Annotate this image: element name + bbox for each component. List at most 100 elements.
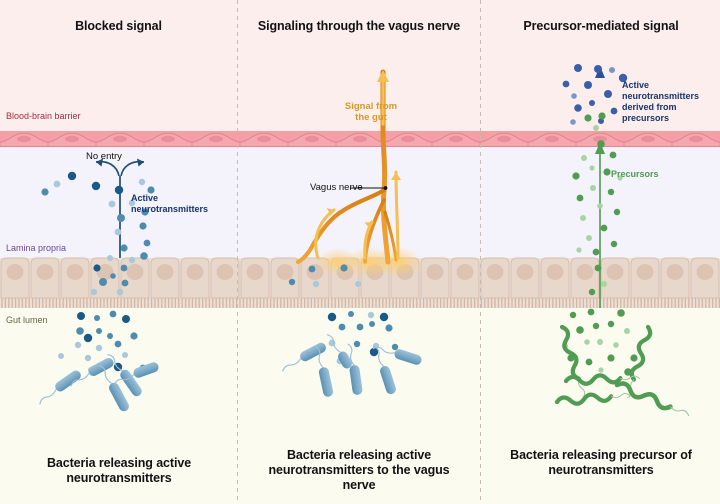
precursor-dot [597,339,603,345]
precursor-dot [597,140,605,148]
neurotransmitter-dot [138,178,146,186]
neurotransmitter-dot [128,199,136,207]
bacterium-flagellum [669,406,690,417]
epithelial-nucleus [6,264,24,280]
neurotransmitter-dot [107,255,113,261]
bacterium-spiral [614,381,690,417]
active-neurotransmitter-dot [571,93,577,99]
bacterium-body [349,365,363,395]
neurotransmitter-dot [117,214,125,222]
neurotransmitter-dot [141,208,149,216]
neurotransmitter-dot [122,352,128,358]
neurotransmitter-dot [58,353,64,359]
bacterium-flagellum [315,345,324,368]
epithelial-nucleus [246,264,264,280]
epithelial-nucleus [636,264,654,280]
neurotransmitter-dot [120,264,128,272]
epithelial-nucleus [426,264,444,280]
bacterium-body [554,392,614,406]
neurotransmitter-dot [140,252,148,260]
bacterium-rod [107,353,142,397]
neurotransmitter-dot [385,324,393,332]
epithelial-nucleus [276,264,294,280]
epithelial-nucleus [96,264,114,280]
neurotransmitter-dot [116,288,124,296]
bacterium-rod [326,334,352,369]
bacterium-flagellum [70,373,90,387]
bacterium-body [380,365,396,395]
bacterium-rod [113,362,159,386]
bacterium-flagellum [577,378,586,399]
epithelial-nucleus [696,264,714,280]
neurotransmitter-dot [99,278,107,286]
neurotransmitter-dot [76,327,84,335]
epithelial-nucleus [666,264,684,280]
active-neurotransmitter-dot [570,119,576,125]
bacterium-body [318,367,334,397]
bacterium-flagellum [373,345,384,367]
bacterium-flagellum [107,353,123,372]
precursor-dot [576,247,582,253]
active-neurotransmitter-dot [604,90,612,98]
active-neurotransmitter-dot [618,73,628,83]
active-neurotransmitter-dot [589,100,595,106]
precursor-dot [607,188,615,196]
precursor-dot [589,165,595,171]
precursor-dot [592,248,600,256]
bacterium-body [109,382,129,412]
epithelial-nucleus [126,264,144,280]
bacterium-spiral [563,373,641,386]
precursor-dot [588,288,596,296]
precursor-dot [581,155,587,161]
neurotransmitter-dot [90,288,98,296]
neurotransmitter-dot [348,311,354,317]
bacterium-body [55,370,81,392]
precursor-dot [613,208,621,216]
precursor-dot [590,185,596,191]
precursor-dot [585,358,593,366]
neurotransmitter-dot [355,281,361,287]
precursor-dot [617,309,625,317]
precursor-dot [610,240,618,248]
bacterium-rod [315,345,334,397]
bacterium-rod [373,345,396,395]
neurotransmitter-dot [114,228,122,236]
layer-blood-brain-barrier [0,131,720,148]
epithelial-nucleus [546,264,564,280]
bacterium-rod [39,370,81,405]
precursor-dot [607,354,615,362]
neurotransmitter-dot [77,312,85,320]
precursor-dot [603,168,611,176]
neurotransmitter-dot [94,315,100,321]
neurotransmitter-dot [108,200,116,208]
precursor-dot [613,342,619,348]
precursor-dot [576,326,584,334]
precursor-dot [587,308,595,316]
bacterium-flagellum [98,364,113,384]
bacterium-rod [70,358,114,387]
bacterium-rod [347,343,363,395]
bacterium-body [394,349,422,365]
precursor-dot [572,172,580,180]
precursor-dot [592,322,600,330]
epithelial-nucleus [156,264,174,280]
neurotransmitter-dot [93,264,101,272]
neurotransmitter-dot [308,265,316,273]
epithelial-nucleus [486,264,504,280]
precursor-dot [594,264,602,272]
precursor-dot [584,339,590,345]
neurotransmitter-dot [338,323,346,331]
neurotransmitter-dot [84,354,92,362]
active-neurotransmitter-dot [609,67,615,73]
precursor-dot [598,112,606,120]
panel-vagus-graphics [282,69,422,397]
neurotransmitter-dot [95,344,103,352]
precursor-dot [601,281,607,287]
bacterium-rod [282,342,326,372]
bacterium-rod [98,364,129,412]
bacterium-body [559,324,581,381]
neurotransmitter-dot [109,310,117,318]
precursor-dot [617,175,623,181]
bacterium-body [563,373,623,386]
epithelial-nucleus [606,264,624,280]
